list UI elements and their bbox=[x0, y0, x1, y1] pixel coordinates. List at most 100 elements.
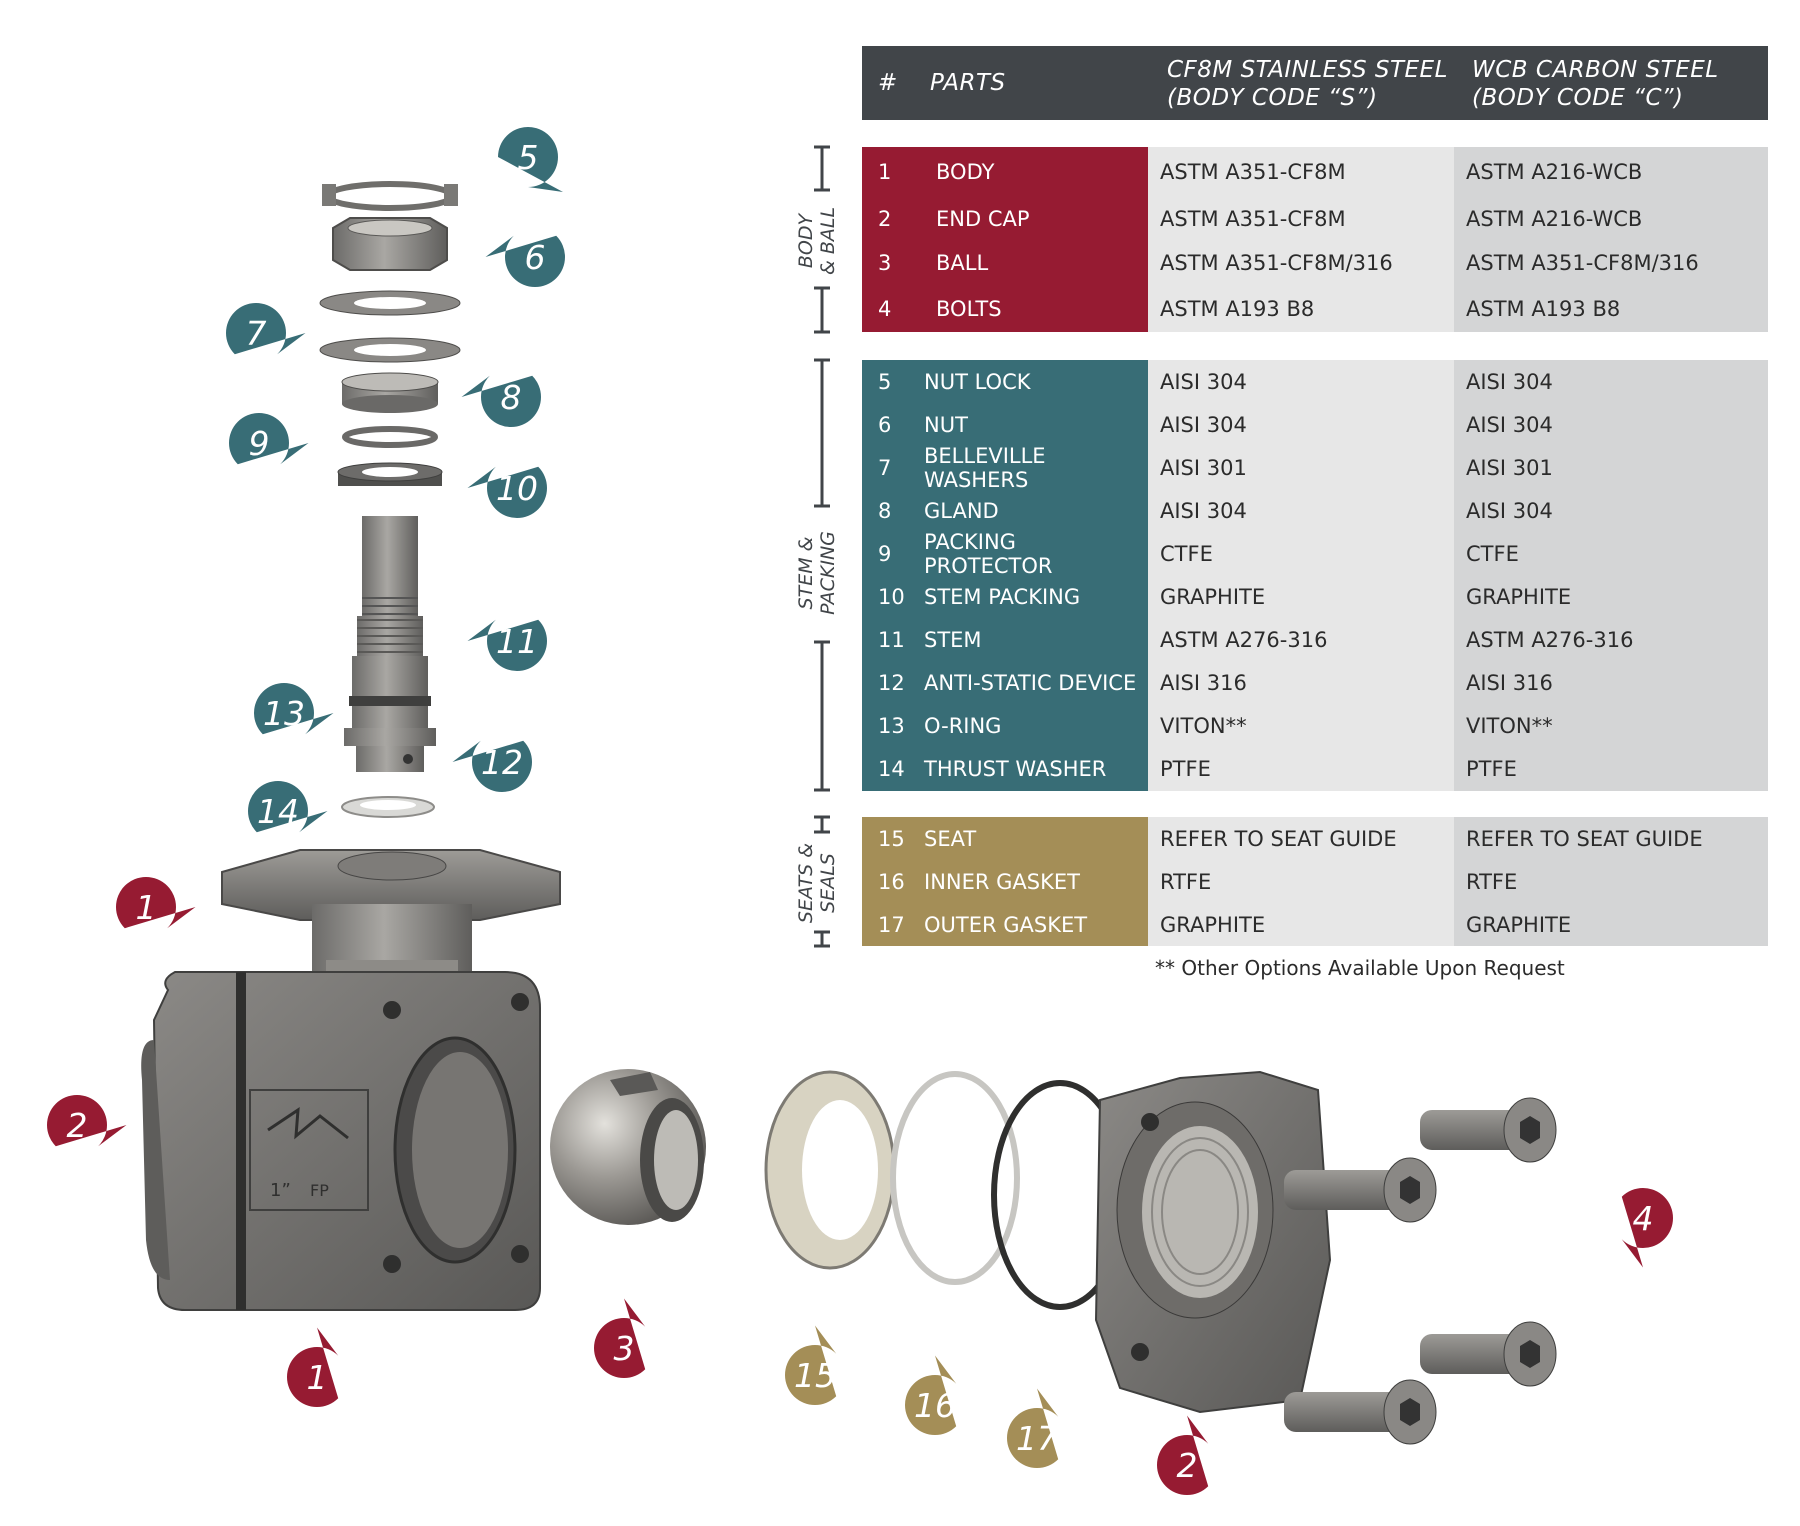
nut-lock-part bbox=[322, 181, 458, 211]
callout-2-right: 2 bbox=[1152, 1415, 1222, 1500]
callout-16: 16 bbox=[900, 1355, 970, 1440]
callout-teardrop-icon bbox=[229, 413, 309, 465]
row-part: STEM bbox=[924, 627, 982, 652]
row-part: OUTER GASKET bbox=[924, 912, 1088, 937]
row-wcb: ASTM A351-CF8M/316 bbox=[1466, 251, 1699, 275]
row-num: 2 bbox=[878, 207, 892, 231]
row-wcb: AISI 316 bbox=[1466, 670, 1553, 695]
callout-5: 5 bbox=[493, 122, 563, 192]
callout-label: 12 bbox=[481, 742, 523, 782]
row-wcb: ASTM A216-WCB bbox=[1466, 160, 1643, 184]
callout-label: 2 bbox=[66, 1105, 88, 1145]
row-num: 7 bbox=[878, 455, 892, 480]
nut-part bbox=[332, 217, 448, 271]
row-num: 5 bbox=[878, 369, 892, 394]
row-num: 16 bbox=[878, 869, 905, 894]
row-cf8m: RTFE bbox=[1160, 869, 1212, 894]
gland-part bbox=[341, 372, 439, 413]
callout-14: 14 bbox=[243, 776, 328, 846]
group-brackets bbox=[814, 145, 830, 948]
table-header: # PARTS CF8M STAINLESS STEEL (BODY CODE … bbox=[862, 46, 1768, 120]
callout-teardrop-icon bbox=[116, 877, 196, 929]
footnote: ** Other Options Available Upon Request bbox=[1155, 956, 1565, 980]
callout-2-left: 2 bbox=[42, 1090, 127, 1160]
row-cf8m: VITON** bbox=[1160, 713, 1247, 738]
bolt bbox=[1284, 1157, 1437, 1223]
row-num: 6 bbox=[878, 412, 892, 437]
callout-teardrop-icon bbox=[461, 375, 541, 427]
callout-label: 15 bbox=[794, 1355, 836, 1395]
callout-17: 17 bbox=[1002, 1388, 1072, 1473]
callout-teardrop-icon bbox=[1007, 1388, 1059, 1468]
row-part: O-RING bbox=[924, 713, 1002, 738]
callout-teardrop-icon bbox=[1621, 1188, 1673, 1268]
row-wcb: AISI 304 bbox=[1466, 498, 1553, 523]
row-wcb: AISI 304 bbox=[1466, 369, 1553, 394]
row-num: 10 bbox=[878, 584, 905, 609]
row-num: 8 bbox=[878, 498, 892, 523]
callout-label: 2 bbox=[1176, 1445, 1198, 1485]
row-cf8m: ASTM A351-CF8M bbox=[1160, 207, 1346, 231]
row-wcb: GRAPHITE bbox=[1466, 584, 1572, 609]
callout-9: 9 bbox=[224, 408, 309, 478]
row-wcb: VITON** bbox=[1466, 713, 1553, 738]
callout-label: 9 bbox=[248, 423, 270, 463]
table-row: 5 NUT LOCK AISI 304 AISI 304 bbox=[862, 360, 1768, 403]
row-wcb: PTFE bbox=[1466, 757, 1517, 781]
callout-8: 8 bbox=[461, 362, 546, 432]
callout-teardrop-icon bbox=[47, 1095, 127, 1147]
callout-teardrop-icon bbox=[498, 127, 563, 192]
callout-3: 3 bbox=[589, 1298, 659, 1383]
callout-15: 15 bbox=[780, 1325, 850, 1410]
row-cf8m: AISI 301 bbox=[1160, 455, 1247, 480]
table-row: 16 INNER GASKET RTFE RTFE bbox=[862, 860, 1768, 903]
ball-part bbox=[550, 1069, 706, 1225]
callout-1-top: 1 bbox=[111, 872, 196, 942]
header-num: # bbox=[878, 70, 898, 96]
row-part: INNER GASKET bbox=[924, 869, 1080, 894]
callout-label: 14 bbox=[257, 791, 299, 831]
callout-teardrop-icon bbox=[485, 235, 565, 287]
row-wcb: CTFE bbox=[1466, 541, 1519, 566]
thrust-washer-part bbox=[341, 796, 435, 818]
bolt bbox=[1284, 1379, 1437, 1445]
callout-label: 1 bbox=[306, 1357, 328, 1397]
row-part: BALL bbox=[936, 251, 989, 275]
callout-label: 13 bbox=[263, 693, 305, 733]
callout-7: 7 bbox=[221, 298, 306, 368]
row-cf8m: ASTM A351-CF8M bbox=[1160, 160, 1346, 184]
row-num: 9 bbox=[878, 541, 892, 566]
callout-teardrop-icon bbox=[785, 1325, 837, 1405]
callout-teardrop-icon bbox=[1157, 1415, 1209, 1495]
callout-teardrop-icon bbox=[254, 683, 334, 735]
packing-protector-part bbox=[342, 426, 438, 448]
valve-body-part: 1” FP bbox=[141, 849, 561, 1311]
row-part: BODY bbox=[936, 160, 995, 184]
row-wcb: GRAPHITE bbox=[1466, 912, 1572, 937]
header-parts: PARTS bbox=[930, 70, 1006, 96]
brand-logo-icon bbox=[267, 1107, 349, 1140]
row-cf8m: AISI 304 bbox=[1160, 369, 1247, 394]
row-cf8m: REFER TO SEAT GUIDE bbox=[1160, 826, 1397, 851]
callout-teardrop-icon bbox=[594, 1298, 646, 1378]
row-wcb: RTFE bbox=[1466, 869, 1518, 894]
row-part: THRUST WASHER bbox=[924, 757, 1107, 781]
row-cf8m: ASTM A351-CF8M/316 bbox=[1160, 251, 1393, 275]
row-part: NUT LOCK bbox=[924, 369, 1031, 394]
row-num: 4 bbox=[878, 296, 892, 321]
row-num: 13 bbox=[878, 713, 905, 738]
callout-teardrop-icon bbox=[467, 466, 547, 518]
row-wcb: ASTM A276-316 bbox=[1466, 627, 1634, 652]
callout-label: 8 bbox=[500, 377, 522, 417]
row-num: 11 bbox=[878, 627, 905, 652]
